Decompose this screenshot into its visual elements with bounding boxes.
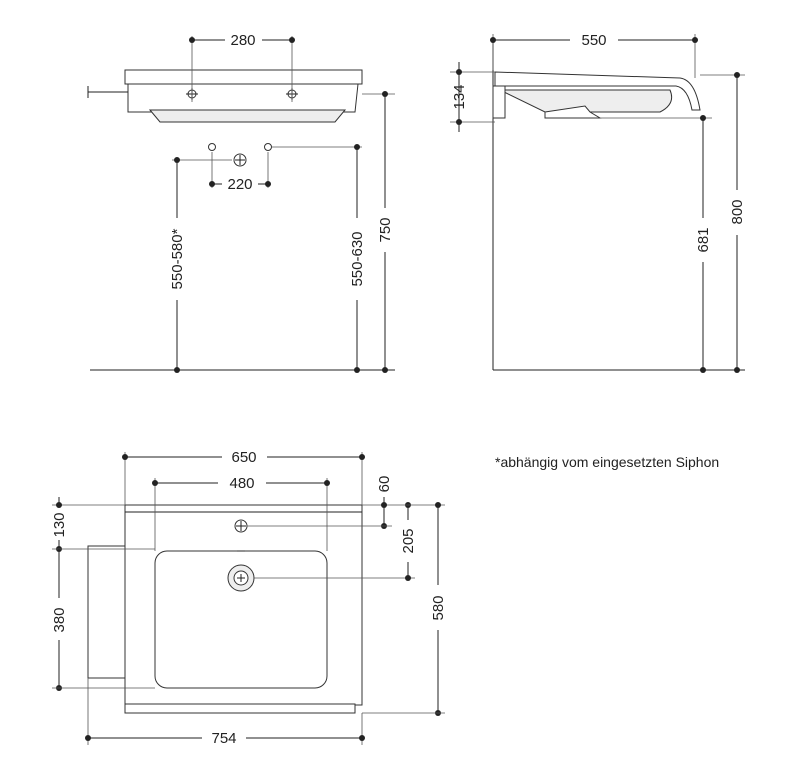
side-trap: [544, 105, 602, 119]
dim-height-right: 550-630: [349, 231, 366, 286]
top-drain-icon: [227, 564, 255, 592]
dim-edge-offset: 60: [376, 476, 393, 493]
outlet-right-icon: [264, 143, 272, 151]
dim-thickness: 134: [451, 84, 468, 109]
top-shelf-bar: [124, 703, 356, 714]
dim-basin-width: 480: [229, 475, 254, 492]
footnote: *abhängig vom eingesetzten Siphon: [495, 454, 719, 470]
dim-tap-spacing: 280: [230, 32, 255, 49]
dim-back-depth: 130: [51, 512, 68, 537]
dim-tap-to-drain: 205: [400, 528, 417, 553]
drain-outlet-icon: [233, 153, 247, 167]
side-bracket: [492, 85, 506, 119]
dim-total-width: 754: [211, 730, 236, 747]
outlet-left-icon: [208, 143, 216, 151]
front-basin-top: [124, 69, 363, 85]
dim-outer-width: 650: [231, 449, 256, 466]
dim-depth: 550: [581, 32, 606, 49]
side-basin-rim: [494, 71, 701, 111]
top-side-panel: [87, 545, 126, 679]
top-tap-hole-icon: [234, 519, 248, 533]
front-view: 280 220 550-580* 550-630 750: [87, 32, 395, 373]
side-basin-bowl: [499, 89, 673, 113]
dim-side-total-height: 800: [729, 199, 746, 224]
dim-basin-depth: 380: [51, 607, 68, 632]
dim-trap-spacing: 220: [227, 176, 252, 193]
front-basin-bowl: [148, 109, 347, 123]
dim-height-left: 550-580*: [169, 228, 186, 289]
top-view: 650 480 60 205 580 130: [51, 449, 447, 747]
dim-bottom-height: 681: [695, 227, 712, 252]
dim-total-height: 750: [377, 217, 394, 242]
dim-total-depth: 580: [430, 595, 447, 620]
front-basin-body: [127, 83, 359, 113]
side-view: 550 134 681 800: [450, 32, 746, 373]
